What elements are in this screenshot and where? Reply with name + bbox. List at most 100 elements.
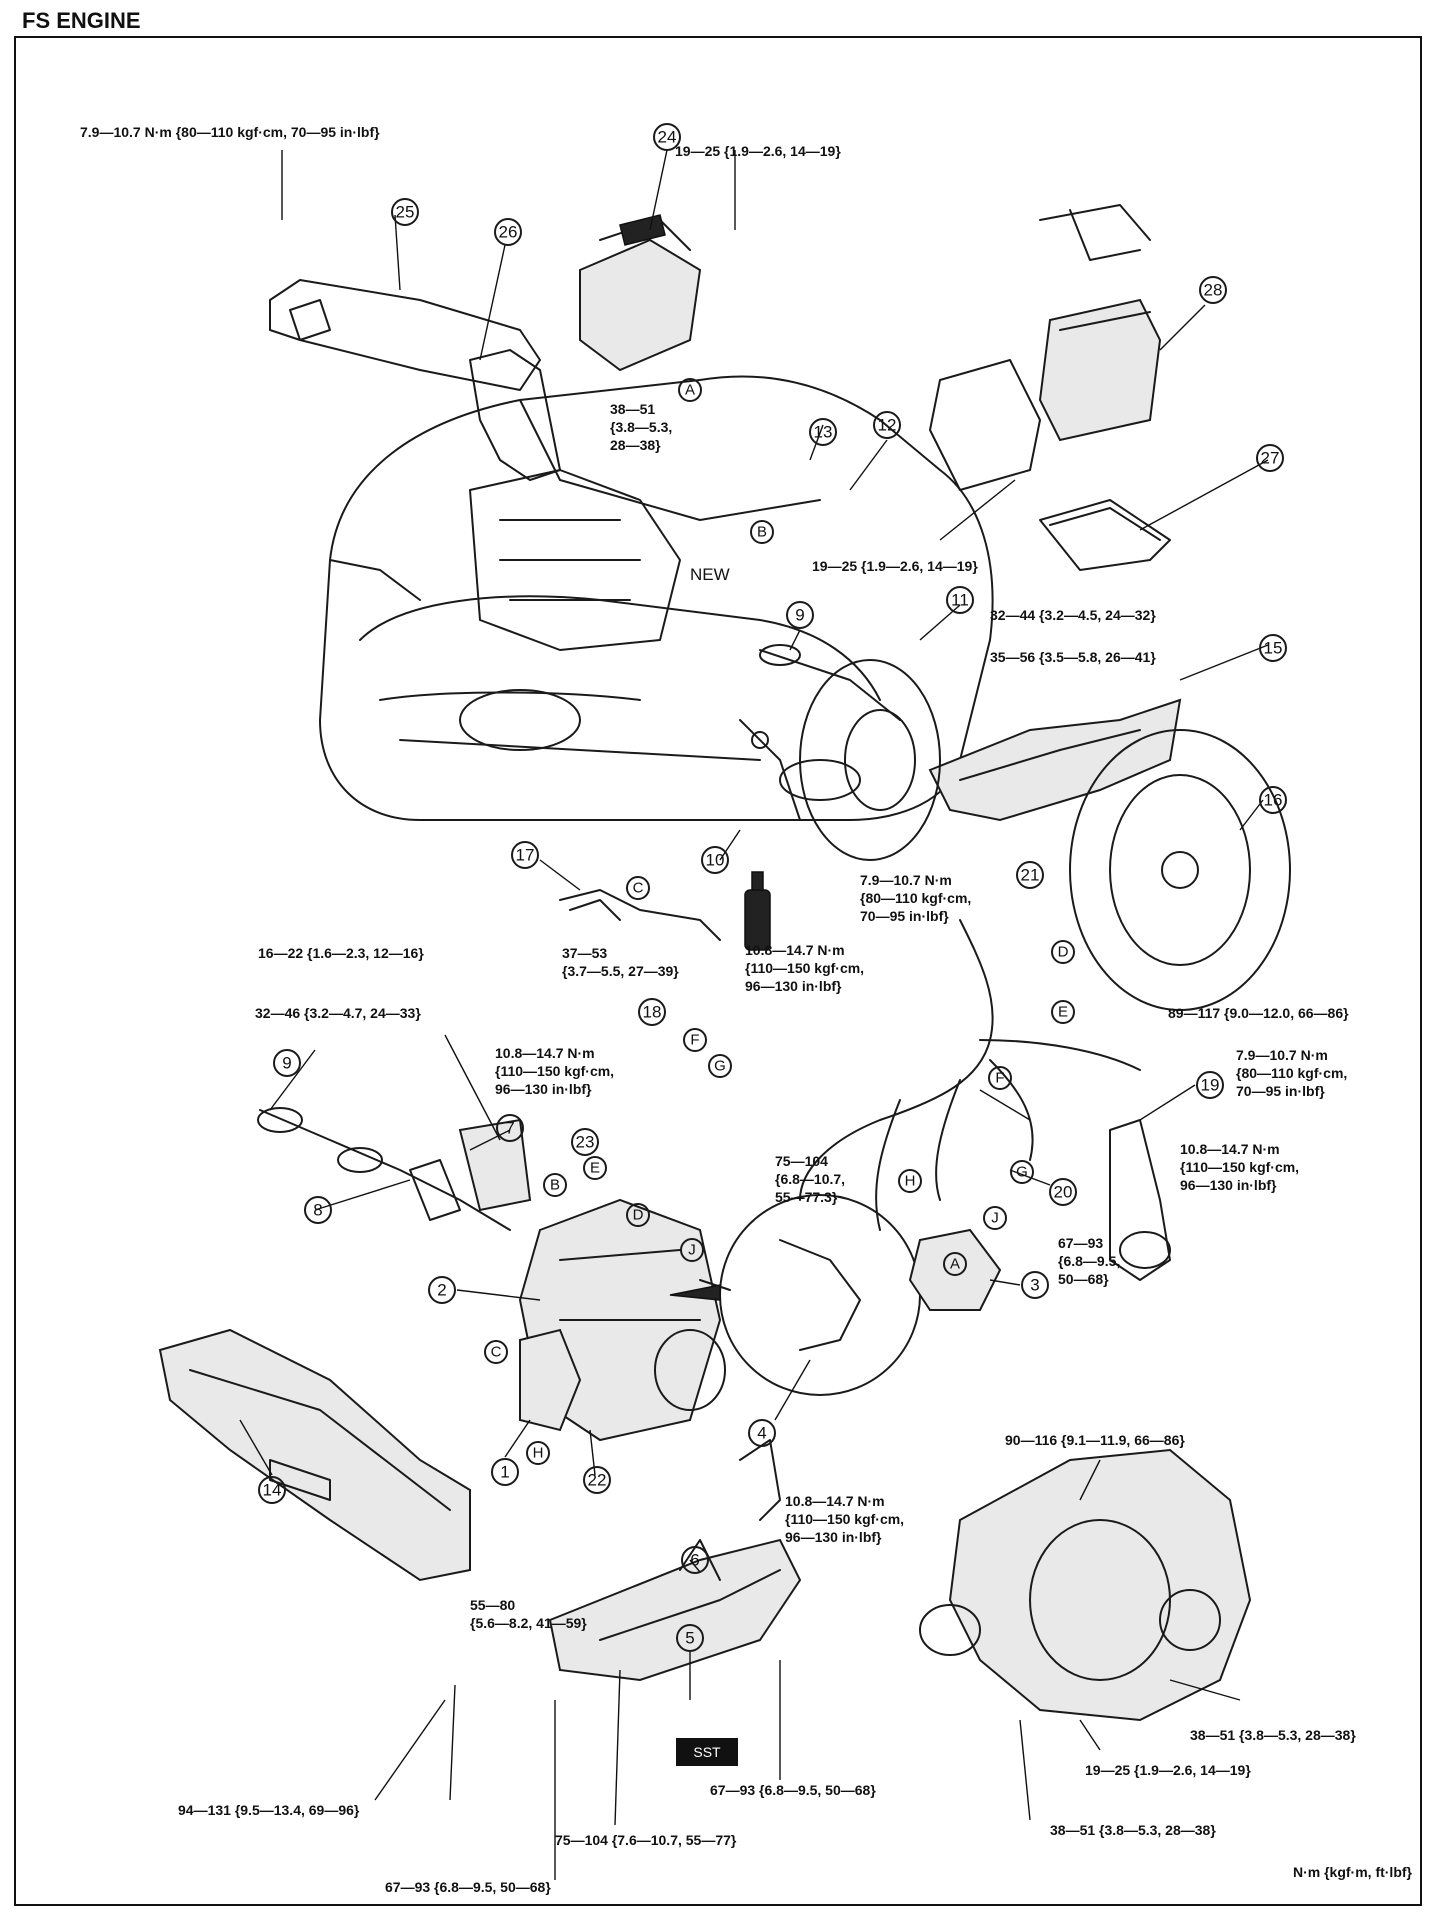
svg-text:3: 3: [1030, 1276, 1039, 1295]
connector-markers: A A B B C C D D E E F F G G H H J J: [484, 378, 1075, 1465]
callout-19: 19: [1196, 1071, 1224, 1099]
torque-label: 50—68}: [1058, 1271, 1109, 1287]
connector-g: G: [708, 1054, 732, 1078]
torque-label: 75—104 {7.6—10.7, 55—77}: [555, 1832, 737, 1848]
torque-label: 89—117 {9.0—12.0, 66—86}: [1168, 1005, 1349, 1021]
part-15-engine-undercover: [928, 698, 1182, 822]
svg-text:E: E: [590, 1160, 600, 1177]
callout-28: 28: [1199, 276, 1227, 304]
svg-text:27: 27: [1261, 449, 1280, 468]
svg-text:9: 9: [795, 606, 804, 625]
svg-text:G: G: [1016, 1164, 1028, 1181]
battery-cover: [929, 359, 1041, 491]
torque-label: 19—25 {1.9—2.6, 14—19}: [675, 143, 841, 159]
svg-text:6: 6: [690, 1551, 699, 1570]
callout-21: 21: [1016, 861, 1044, 889]
torque-label: {3.8—5.3,: [610, 419, 672, 435]
torque-label: {110—150 kgf·cm,: [1180, 1159, 1299, 1175]
torque-label: {6.8—10.7,: [775, 1171, 845, 1187]
svg-text:E: E: [1058, 1004, 1068, 1021]
part-17-bracket: [559, 889, 721, 941]
connector-c: C: [484, 1340, 508, 1364]
rear-mount-bracket: [739, 1439, 781, 1521]
torque-label: 35—56 {3.5—5.8, 26—41}: [990, 649, 1156, 665]
new-part-label: NEW: [690, 565, 730, 584]
part-16-wheel-tire: [1069, 729, 1291, 1011]
callout-23: 23: [571, 1128, 599, 1156]
connector-c: C: [626, 876, 650, 900]
torque-label: 7.9—10.7 N·m: [860, 872, 952, 888]
torque-label: 28—38}: [610, 437, 661, 453]
part-callouts: 1 2 3 4 5 6 7 8 9 9 10 11 12 13 14 15 16…: [258, 123, 1287, 1652]
part-26-resonator: [469, 349, 561, 481]
callout-16: 16: [1259, 786, 1287, 814]
torque-label: 96—130 in·lbf}: [495, 1081, 592, 1097]
torque-label: {110—150 kgf·cm,: [745, 960, 864, 976]
callout-1: 1: [491, 1458, 519, 1486]
torque-label: 38—51: [610, 401, 655, 417]
svg-text:25: 25: [396, 203, 415, 222]
svg-text:18: 18: [643, 1003, 662, 1022]
connector-f: F: [988, 1066, 1012, 1090]
svg-text:21: 21: [1021, 866, 1040, 885]
connector-h: H: [526, 1441, 550, 1465]
part-5-member: [548, 1538, 802, 1682]
svg-text:C: C: [491, 1344, 502, 1361]
svg-text:9: 9: [282, 1054, 291, 1073]
torque-label: {6.8—9.5,: [1058, 1253, 1120, 1269]
callout-10: 10: [701, 846, 729, 874]
svg-text:14: 14: [263, 1481, 282, 1500]
torque-label: {5.6—8.2, 41—59}: [470, 1615, 587, 1631]
torque-label: 38—51 {3.8—5.3, 28—38}: [1050, 1822, 1216, 1838]
torque-label: 55—77.3}: [775, 1189, 838, 1205]
callout-26: 26: [494, 218, 522, 246]
part-9-driveshaft-lower: [257, 1107, 511, 1231]
callout-2: 2: [428, 1276, 456, 1304]
svg-text:11: 11: [951, 591, 969, 610]
connector-e: E: [1051, 1000, 1075, 1024]
torque-label: 94—131 {9.5—13.4, 69—96}: [178, 1802, 360, 1818]
svg-text:J: J: [688, 1242, 696, 1259]
transaxle-case: [919, 1448, 1252, 1722]
svg-text:23: 23: [576, 1133, 595, 1152]
part-6-bracket: [679, 1539, 721, 1581]
svg-text:F: F: [995, 1070, 1004, 1087]
svg-text:24: 24: [658, 128, 677, 147]
svg-text:B: B: [757, 524, 767, 541]
torque-label: 75—104: [775, 1153, 828, 1169]
callout-15: 15: [1259, 634, 1287, 662]
torque-label: 19—25 {1.9—2.6, 14—19}: [1085, 1762, 1251, 1778]
callout-5: 5: [676, 1624, 704, 1652]
svg-text:J: J: [991, 1210, 999, 1227]
svg-text:4: 4: [757, 1424, 766, 1443]
callout-22: 22: [583, 1466, 611, 1494]
part-14-crossmember: [158, 1328, 471, 1582]
units-note: N·m {kgf·m, ft·lbf}: [1293, 1864, 1412, 1880]
leader-lines: [239, 149, 1269, 1880]
svg-text:20: 20: [1054, 1183, 1073, 1202]
torque-label: {80—110 kgf·cm,: [860, 890, 971, 906]
svg-text:17: 17: [516, 846, 535, 865]
callout-25: 25: [391, 198, 419, 226]
callout-12: 12: [873, 411, 901, 439]
torque-label: {110—150 kgf·cm,: [495, 1063, 614, 1079]
callout-7: 7: [496, 1114, 524, 1142]
connector-g: G: [1010, 1160, 1034, 1184]
torque-label: 10.8—14.7 N·m: [1180, 1141, 1280, 1157]
torque-label: 96—130 in·lbf}: [1180, 1177, 1277, 1193]
engine-block: [469, 469, 681, 651]
part-24-air-cleaner: [579, 214, 702, 372]
svg-text:H: H: [905, 1173, 916, 1190]
torque-label: 96—130 in·lbf}: [785, 1529, 882, 1545]
svg-text:G: G: [714, 1058, 726, 1075]
svg-text:5: 5: [685, 1629, 694, 1648]
torque-label: 67—93 {6.8—9.5, 50—68}: [710, 1782, 876, 1798]
svg-text:2: 2: [437, 1281, 446, 1300]
svg-text:SST: SST: [693, 1744, 721, 1760]
torque-label: 7.9—10.7 N·m: [1236, 1047, 1328, 1063]
part-9-driveshaft-upper: [759, 644, 901, 721]
svg-text:F: F: [690, 1032, 699, 1049]
svg-text:D: D: [1058, 944, 1069, 961]
connector-j: J: [680, 1238, 704, 1262]
